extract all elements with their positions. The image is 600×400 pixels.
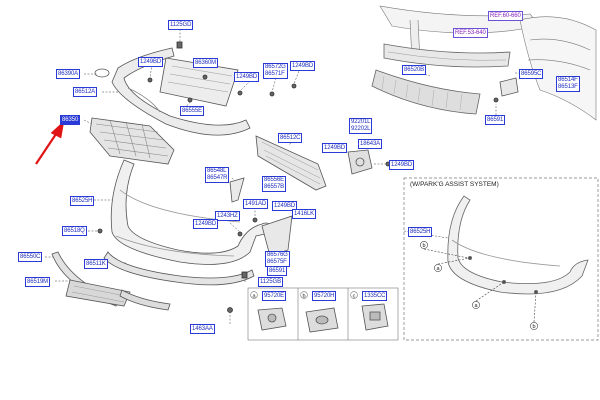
part-label-86576G: 86576G — [267, 252, 288, 258]
part-label-1249BD-f[interactable]: 1249BD — [272, 201, 298, 211]
inset-frame — [403, 177, 599, 341]
part-label-86525H[interactable]: 86525H — [70, 196, 95, 206]
part-label-1249BD-b[interactable]: 1249BD — [234, 72, 260, 82]
part-label-86513F: 86513F — [558, 84, 578, 90]
lower-grille-shape — [255, 135, 327, 191]
part-label-86556E-86557B[interactable]: 86556E 86557B — [262, 176, 287, 192]
part-label-86520B[interactable]: 86520B — [402, 65, 427, 75]
part-label-1249BD-e[interactable]: 1249BD — [389, 160, 415, 170]
legend-letter-c: c — [353, 293, 356, 299]
legend-letter-b: b — [302, 293, 305, 299]
inset-title: (W/PARK'G ASSIST SYSTEM) — [410, 181, 499, 188]
part-label-1125GB[interactable]: 1125GB — [258, 277, 283, 287]
part-label-18643A[interactable]: 18643A — [358, 139, 383, 149]
part-label-86591-right[interactable]: 86591 — [485, 115, 506, 125]
part-label-1125GD[interactable]: 1125GD — [168, 20, 194, 30]
part-label-86556E: 86556E — [264, 177, 285, 183]
bracket-shape — [229, 177, 245, 203]
part-label-1249BD-g[interactable]: 1249BD — [193, 219, 219, 229]
part-label-1463AA[interactable]: 1463AA — [190, 324, 215, 334]
part-label-86548L: 86548L — [207, 168, 227, 174]
body-structure-shape — [379, 5, 597, 121]
part-label-86518Q[interactable]: 86518Q — [62, 226, 87, 236]
inset-bumper-shape — [447, 195, 589, 295]
emblem-shape — [94, 68, 110, 78]
inset-callout-a-2: a — [474, 303, 478, 309]
part-label-86514F-86513F[interactable]: 86514F 86513F — [556, 76, 580, 92]
part-label-86591[interactable]: 86591 — [267, 266, 288, 276]
bumper-beam-shape — [383, 43, 511, 68]
part-label-86576G-86575F[interactable]: 86576G 86575F — [265, 251, 290, 267]
part-label-86514F: 86514F — [558, 77, 578, 83]
part-label-86557B: 86557B — [264, 184, 285, 190]
fog-lamp-shape — [347, 149, 373, 175]
lower-lip-shape — [103, 251, 255, 286]
side-bracket-shape — [261, 215, 293, 257]
part-label-86519M[interactable]: 86519M — [25, 277, 51, 287]
part-label-86575F: 86575F — [267, 259, 287, 265]
part-label-86548L-86547R[interactable]: 86548L 86547R — [205, 167, 230, 183]
legend-part-95720H[interactable]: 95720H — [312, 291, 337, 301]
inset-part-label-86525H[interactable]: 86525H — [408, 227, 433, 237]
part-label-1491AD[interactable]: 1491AD — [243, 199, 269, 209]
part-label-86360M[interactable]: 86360M — [193, 58, 219, 68]
part-label-86350-highlighted[interactable]: 86350 — [60, 115, 81, 125]
ref-label-53-640[interactable]: REF.53-640 — [453, 28, 488, 38]
part-label-86555E[interactable]: 86555E — [180, 106, 205, 116]
inset-callout-circles — [420, 241, 538, 330]
part-label-86512A[interactable]: 86512A — [73, 87, 98, 97]
part-label-86572G-86571F[interactable]: 86572G 86571F — [263, 63, 288, 79]
part-label-1249BD-a[interactable]: 1249BD — [138, 57, 164, 67]
part-label-92201L: 92201L — [351, 119, 371, 125]
part-label-86571F: 86571F — [265, 71, 285, 77]
legend-part-1335CC[interactable]: 1335CC — [362, 291, 388, 301]
cover-bracket-shape — [499, 77, 519, 97]
ref-label-60-660[interactable]: REF.60-660 — [488, 11, 523, 21]
part-label-92202L: 92202L — [351, 126, 371, 132]
part-label-86595C[interactable]: 86595C — [519, 69, 544, 79]
skid-strip-shape — [119, 289, 171, 311]
part-label-86511K[interactable]: 86511K — [84, 259, 108, 269]
part-label-1249BD-d[interactable]: 1249BD — [322, 143, 348, 153]
part-label-86547R: 86547R — [207, 175, 228, 181]
sensor-holder-a-shape — [257, 307, 287, 331]
part-label-92201L-92202L[interactable]: 92201L 92202L — [349, 118, 373, 134]
part-label-86572G: 86572G — [265, 64, 286, 70]
legend-part-95720E[interactable]: 95720E — [262, 291, 287, 301]
legend-letter-a: a — [252, 293, 256, 299]
lower-trim-shape — [65, 279, 131, 307]
sensor-holder-b-shape — [305, 307, 339, 333]
part-label-1416LK[interactable]: 1416LK — [292, 209, 317, 219]
inset-callout-b-1: b — [422, 243, 425, 249]
grille-shape — [89, 117, 175, 165]
part-label-86512C[interactable]: 86512C — [278, 133, 303, 143]
inset-callout-b-2: b — [532, 324, 535, 330]
inset-callout-a-1: a — [436, 266, 440, 272]
red-pointer-arrow — [35, 120, 65, 165]
bumper-cover-shape — [110, 159, 275, 265]
part-label-1243HZ[interactable]: 1243HZ — [215, 211, 240, 221]
upper-garnish-shape — [111, 47, 251, 136]
part-label-86390A[interactable]: 86390A — [56, 69, 81, 79]
part-label-1249BD-c[interactable]: 1249BD — [290, 61, 316, 71]
clip-c-shape — [361, 303, 389, 331]
energy-absorber-shape — [371, 69, 481, 115]
part-label-86550C[interactable]: 86550C — [18, 252, 43, 262]
